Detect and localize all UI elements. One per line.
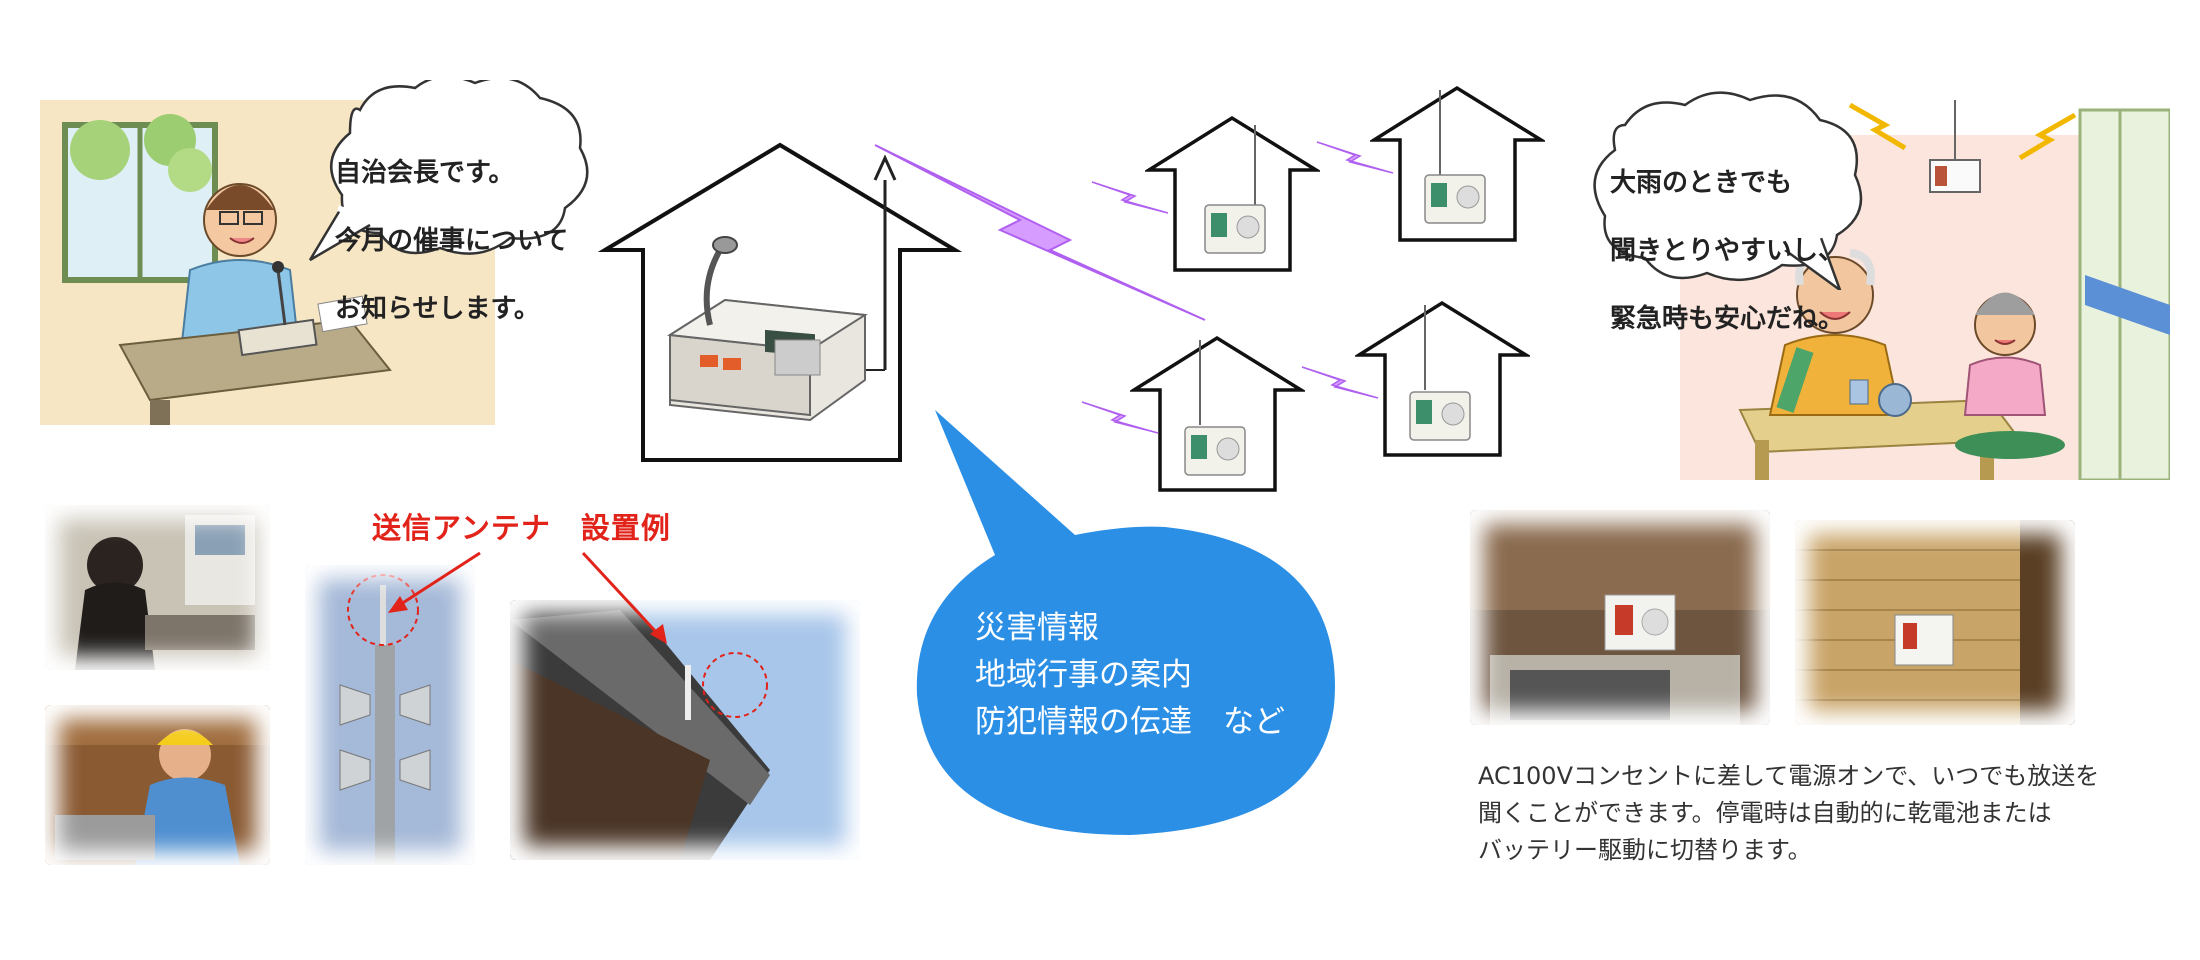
antenna-rooftop-photo	[510, 600, 860, 860]
broadcast-topics-bubble: 災害情報 地域行事の案内 防犯情報の伝達 など	[905, 405, 1345, 845]
signal-bolt-left-upper	[1090, 180, 1170, 215]
antenna-caption: 送信アンテナ 設置例	[372, 511, 671, 545]
receiver-note-line: 聞くことができます。停電時は自動的に乾電池または	[1478, 799, 2052, 827]
receiver-house	[1145, 115, 1320, 275]
elder-speech-bubble: 大雨のときでも 聞きとりやすいし、 緊急時も安心だね。	[1570, 90, 1880, 334]
broadcast-topic-item: 災害情報	[975, 610, 1099, 646]
receiver-note-line: AC100Vコンセントに差して電源オンで、いつでも放送を	[1478, 762, 2100, 790]
broadcast-station-house	[595, 140, 965, 470]
receiver-on-tv-photo	[1470, 510, 1770, 725]
elder-speech-line: 聞きとりやすいし、	[1610, 236, 1845, 266]
receiver-on-wall-photo	[1795, 520, 2075, 725]
chairman-speech-line: お知らせします。	[335, 294, 540, 324]
chairman-speech-line: 今月の催事について	[335, 226, 569, 256]
signal-bolt-left-lower	[1080, 400, 1160, 435]
signal-bolt-right-upper	[1315, 140, 1395, 175]
signal-bolt-main	[870, 140, 1210, 325]
broadcast-topic-item: 防犯情報の伝達 など	[975, 704, 1285, 740]
worker-photo	[45, 705, 270, 865]
elder-speech-line: 緊急時も安心だね。	[1610, 304, 1845, 334]
receiver-house	[1370, 85, 1545, 245]
broadcast-topic-item: 地域行事の案内	[975, 657, 1192, 693]
chairman-speech-bubble: 自治会長です。 今月の催事について お知らせします。	[300, 80, 600, 324]
antenna-pole-photo	[305, 565, 475, 865]
antenna-arrow-right	[575, 548, 675, 648]
receiver-note: AC100Vコンセントに差して電源オンで、いつでも放送を 聞くことができます。停…	[1478, 758, 2099, 869]
signal-bolt-right-lower	[1300, 365, 1380, 400]
antenna-arrow-left	[380, 548, 490, 618]
elder-speech-line: 大雨のときでも	[1610, 168, 1793, 198]
receiver-house	[1355, 300, 1530, 460]
chairman-speech-line: 自治会長です。	[335, 158, 515, 188]
receiver-note-line: バッテリー駆動に切替ります。	[1478, 836, 1812, 864]
operator-photo	[45, 505, 270, 670]
receiver-house	[1130, 335, 1305, 495]
